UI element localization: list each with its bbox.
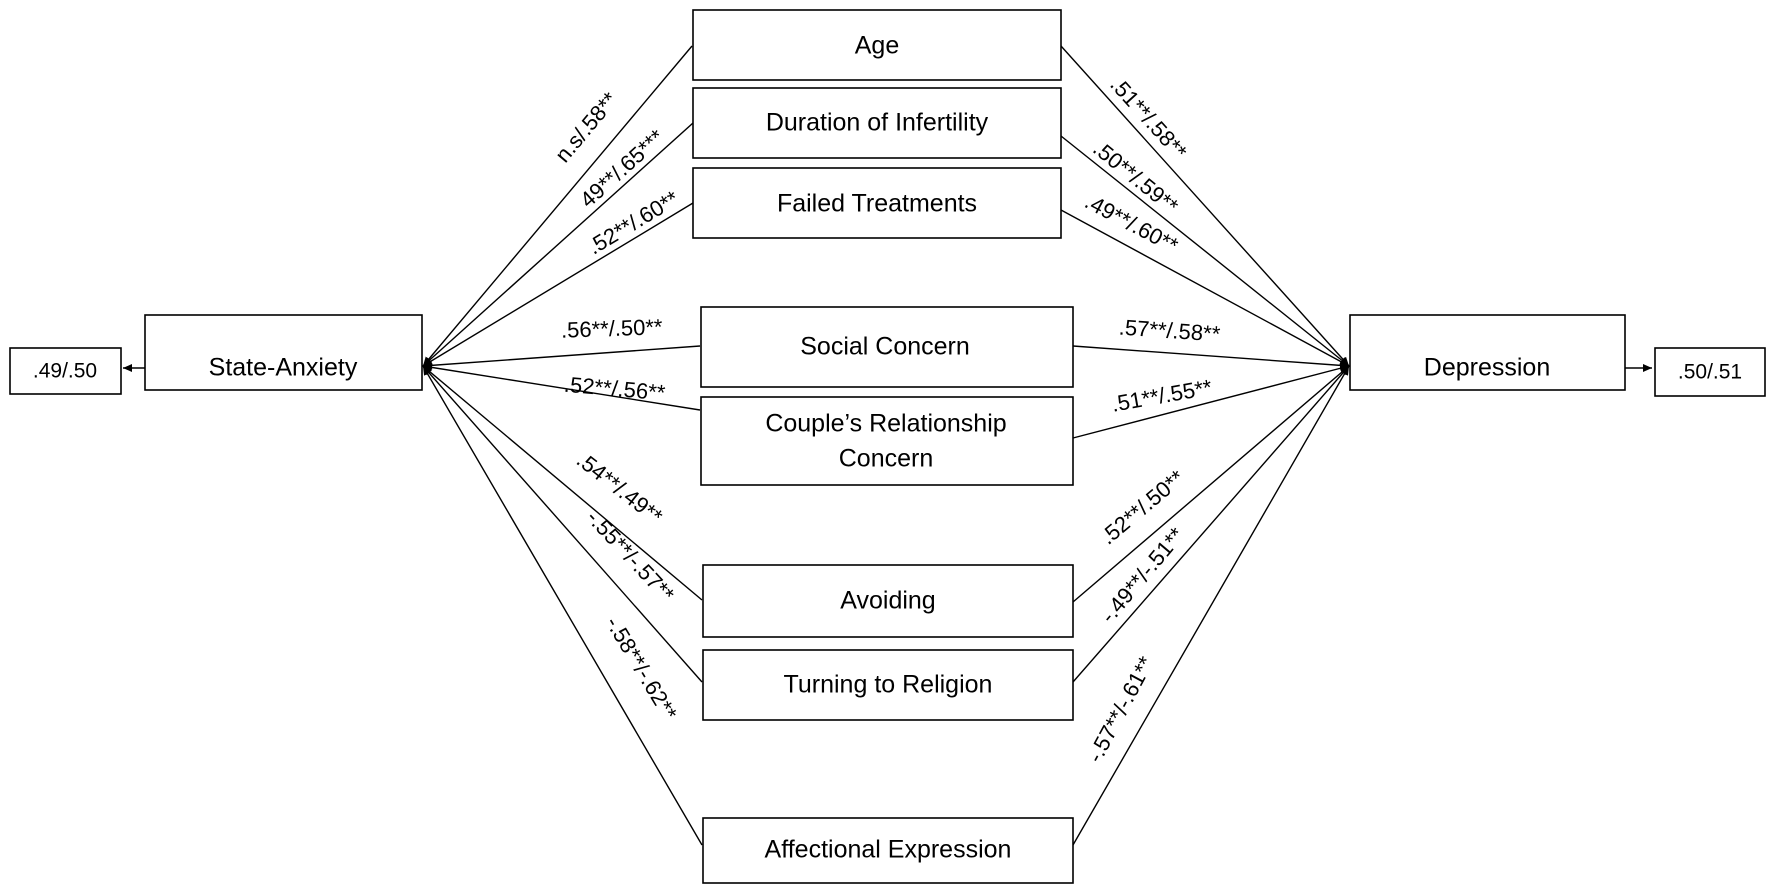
edge-failed-to-anxiety bbox=[422, 202, 694, 367]
coef-religion-anxiety: -.55**/-.57** bbox=[582, 505, 680, 607]
edge-affection-to-anxiety bbox=[422, 365, 703, 846]
node-duration-label: Duration of Infertility bbox=[766, 109, 989, 137]
edge-avoiding-to-anxiety bbox=[422, 365, 703, 601]
node-turning-religion: Turning to Religion bbox=[702, 649, 1074, 721]
node-avoiding-label: Avoiding bbox=[840, 587, 935, 615]
node-duration: Duration of Infertility bbox=[692, 87, 1062, 159]
coef-affection-anxiety: -.58**/-.62** bbox=[601, 612, 682, 725]
node-affectional-expression: Affectional Expression bbox=[702, 817, 1074, 884]
node-depression-label: Depression bbox=[1424, 354, 1550, 382]
edge-affection-to-depression bbox=[1072, 365, 1350, 846]
node-depression: Depression bbox=[1349, 314, 1626, 391]
edge-failed-to-depression bbox=[1060, 209, 1350, 367]
edge-avoiding-to-depression bbox=[1072, 365, 1350, 603]
edge-age-to-depression bbox=[1060, 45, 1350, 367]
edge-duration-to-anxiety bbox=[422, 122, 694, 367]
node-state-anxiety-label: State-Anxiety bbox=[209, 354, 358, 382]
edge-age-to-anxiety bbox=[422, 45, 693, 367]
node-couple-relationship: Couple’s Relationship Concern bbox=[700, 396, 1074, 486]
node-affectional-expression-label: Affectional Expression bbox=[765, 836, 1012, 864]
edge-religion-to-anxiety bbox=[422, 365, 703, 683]
node-couple-relationship-label-line1: Couple’s Relationship bbox=[765, 410, 1006, 438]
edge-duration-to-depression bbox=[1060, 135, 1350, 367]
node-social-concern: Social Concern bbox=[700, 306, 1074, 388]
edge-couple-to-depression bbox=[1072, 364, 1350, 439]
node-couple-relationship-label-line2: Concern bbox=[839, 445, 934, 473]
edge-religion-to-depression bbox=[1072, 365, 1350, 683]
node-state-anxiety: State-Anxiety bbox=[144, 314, 423, 391]
node-social-concern-label: Social Concern bbox=[800, 333, 970, 361]
node-failed-treatments-label: Failed Treatments bbox=[777, 190, 977, 218]
node-turning-religion-label: Turning to Religion bbox=[784, 671, 993, 699]
edge-couple-to-anxiety bbox=[422, 363, 701, 411]
coef-age-anxiety: n.s/.58** bbox=[550, 87, 623, 167]
r2-anxiety-box: .49/.50 bbox=[9, 347, 122, 395]
node-failed-treatments: Failed Treatments bbox=[692, 167, 1062, 239]
coef-social-anxiety: .56**/.50** bbox=[561, 314, 664, 343]
r2-depression-label: .50/.51 bbox=[1678, 361, 1742, 384]
r2-anxiety-label: .49/.50 bbox=[33, 360, 97, 383]
node-age-label: Age bbox=[855, 32, 899, 60]
coef-couple-anxiety: .52**/.56** bbox=[563, 372, 667, 406]
r2-depression-box: .50/.51 bbox=[1654, 347, 1766, 397]
edge-social-to-anxiety bbox=[422, 345, 701, 370]
coef-affection-depression: -.57**/-.61** bbox=[1082, 652, 1159, 767]
node-age: Age bbox=[692, 9, 1062, 81]
coef-couple-depression: .51**/.55** bbox=[1110, 374, 1215, 416]
node-avoiding: Avoiding bbox=[702, 564, 1074, 638]
edge-social-to-depression bbox=[1072, 345, 1350, 370]
coef-social-depression: .57**/.58** bbox=[1118, 315, 1221, 347]
